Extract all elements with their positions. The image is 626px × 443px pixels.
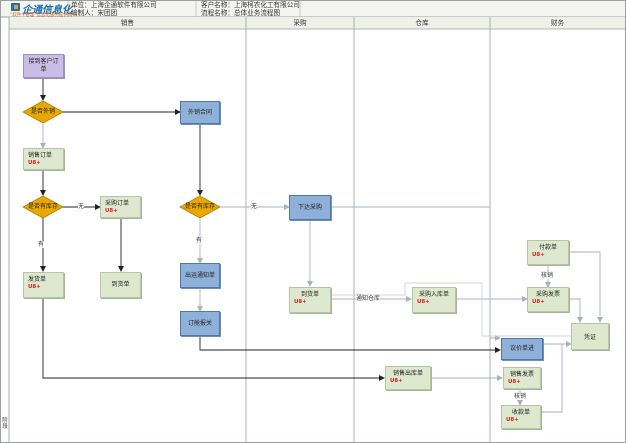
- node-sales-order-badge: U8+: [28, 159, 41, 166]
- conn-payment-to-voucher: [569, 251, 603, 323]
- node-purchase-order-badge: U8+: [105, 207, 118, 214]
- node-delivery-note-badge: U8+: [28, 283, 41, 290]
- conn-receipt-to-voucher: [541, 343, 571, 413]
- node-shipping-notice[interactable]: 出运通知单: [180, 263, 220, 288]
- decision-stock-sales-label: 是否有库存: [27, 203, 58, 210]
- node-purchase-inbound-label: 采购入库单: [418, 291, 449, 298]
- conn-label-no-sales: 无: [78, 203, 85, 210]
- node-sales-outbound-label: 销售出库单: [392, 370, 423, 377]
- lane-title-band: [9, 17, 625, 29]
- node-purchase-inbound[interactable]: 采购入库单 U8+: [412, 287, 456, 313]
- node-booking[interactable]: 订舱报关: [180, 311, 220, 336]
- logo-mark-accent: [14, 5, 18, 9]
- decision-stock-contract-label: 是否有库存: [184, 203, 215, 210]
- node-receive-order[interactable]: 接到客户订单: [23, 54, 64, 78]
- node-sales-invoice[interactable]: 销售发票 U8+: [503, 367, 541, 389]
- node-purchase-order[interactable]: 采购订单 U8+: [100, 196, 141, 218]
- node-purchase-invoice-badge: U8+: [532, 298, 545, 305]
- node-sales-invoice-badge: U8+: [508, 378, 521, 385]
- node-receive-order-label: 接到客户订单: [28, 58, 59, 73]
- node-payment[interactable]: 付款单 U8+: [527, 240, 569, 265]
- node-purchase-invoice[interactable]: 采购发票 U8+: [527, 287, 569, 312]
- node-arrival-purchase-badge: U8+: [294, 298, 307, 305]
- node-delivery-note[interactable]: 发货单 U8+: [23, 272, 64, 298]
- lane-title-warehouse: 仓库: [415, 19, 429, 27]
- node-settlement[interactable]: 议价单进: [501, 338, 543, 360]
- node-shipping-notice-label: 出运通知单: [185, 272, 216, 279]
- lane-title-finance: 财务: [550, 19, 565, 27]
- node-arrival-purchase-label: 到货单: [300, 291, 319, 298]
- node-settlement-label: 议价单进: [509, 345, 534, 352]
- node-purchase-order-label: 采购订单: [105, 200, 130, 207]
- node-sales-outbound-badge: U8+: [390, 377, 403, 384]
- node-outsource-contract[interactable]: 外销合同: [180, 101, 220, 124]
- author-label: 编制人：宋团团: [71, 9, 118, 17]
- side-label: 阶段: [2, 418, 8, 430]
- node-receipt-badge: U8+: [506, 416, 519, 423]
- node-receipt-label: 收款单: [511, 409, 530, 416]
- conn-label-yes-sales: 有: [38, 241, 45, 248]
- node-arrival-purchase[interactable]: 到货单 U8+: [289, 287, 331, 313]
- unit-label: 单位：上海企通软件有限公司: [71, 1, 157, 9]
- node-voucher-label: 凭证: [583, 334, 596, 341]
- lane-title-sales: 销售: [120, 19, 135, 27]
- header-band: [1, 1, 625, 17]
- conn-booking-to-settlement: [199, 336, 501, 353]
- conn-label-yes-contract: 有: [196, 237, 203, 244]
- node-arrival-sales-label: 到货单: [111, 281, 130, 288]
- node-issue-purchase[interactable]: 下达采购: [289, 195, 331, 220]
- node-purchase-inbound-badge: U8+: [417, 298, 430, 305]
- conn-arrival-to-voucher: [331, 282, 571, 337]
- conn-invoice-to-voucher: [569, 298, 583, 323]
- decision-is-outsource-label: 是否外销: [30, 108, 55, 115]
- node-arrival-sales[interactable]: 到货单: [100, 272, 141, 298]
- logo-slogan: “软件+管理”信息化服务提供商: [10, 13, 73, 18]
- lane-title-purchase: 采购: [293, 19, 307, 27]
- conn-label-verify-receipt: 核销: [514, 393, 527, 400]
- conn-delivery-to-outbound: [42, 298, 385, 381]
- node-voucher[interactable]: 凭证: [571, 323, 609, 350]
- node-sales-order-label: 销售订单: [28, 152, 53, 159]
- logo-text: 企通信息化: [22, 5, 72, 16]
- node-receipt[interactable]: 收款单 U8+: [501, 405, 541, 429]
- process-label: 流程名称：总体业务流程图: [201, 9, 281, 17]
- node-payment-badge: U8+: [532, 251, 545, 258]
- node-sales-invoice-label: 销售发票: [509, 371, 534, 378]
- conn-issue-to-settlement: [331, 206, 501, 341]
- conn-label-verify-payment: 核销: [541, 272, 554, 279]
- node-purchase-invoice-label: 采购发票: [535, 291, 560, 298]
- node-issue-purchase-label: 下达采购: [297, 204, 322, 211]
- node-sales-outbound[interactable]: 销售出库单 U8+: [385, 366, 431, 390]
- node-outsource-contract-label: 外销合同: [187, 109, 212, 116]
- conn-label-notify-warehouse: 通知仓库: [356, 295, 381, 302]
- node-sales-order[interactable]: 销售订单 U8+: [23, 148, 64, 170]
- node-booking-label: 订舱报关: [187, 320, 212, 327]
- conn-label-no-contract: 无: [251, 203, 258, 210]
- client-label: 客户名称：上海柯农化工有限公司: [201, 1, 300, 9]
- node-delivery-note-label: 发货单: [28, 276, 47, 283]
- node-payment-label: 付款单: [538, 244, 557, 251]
